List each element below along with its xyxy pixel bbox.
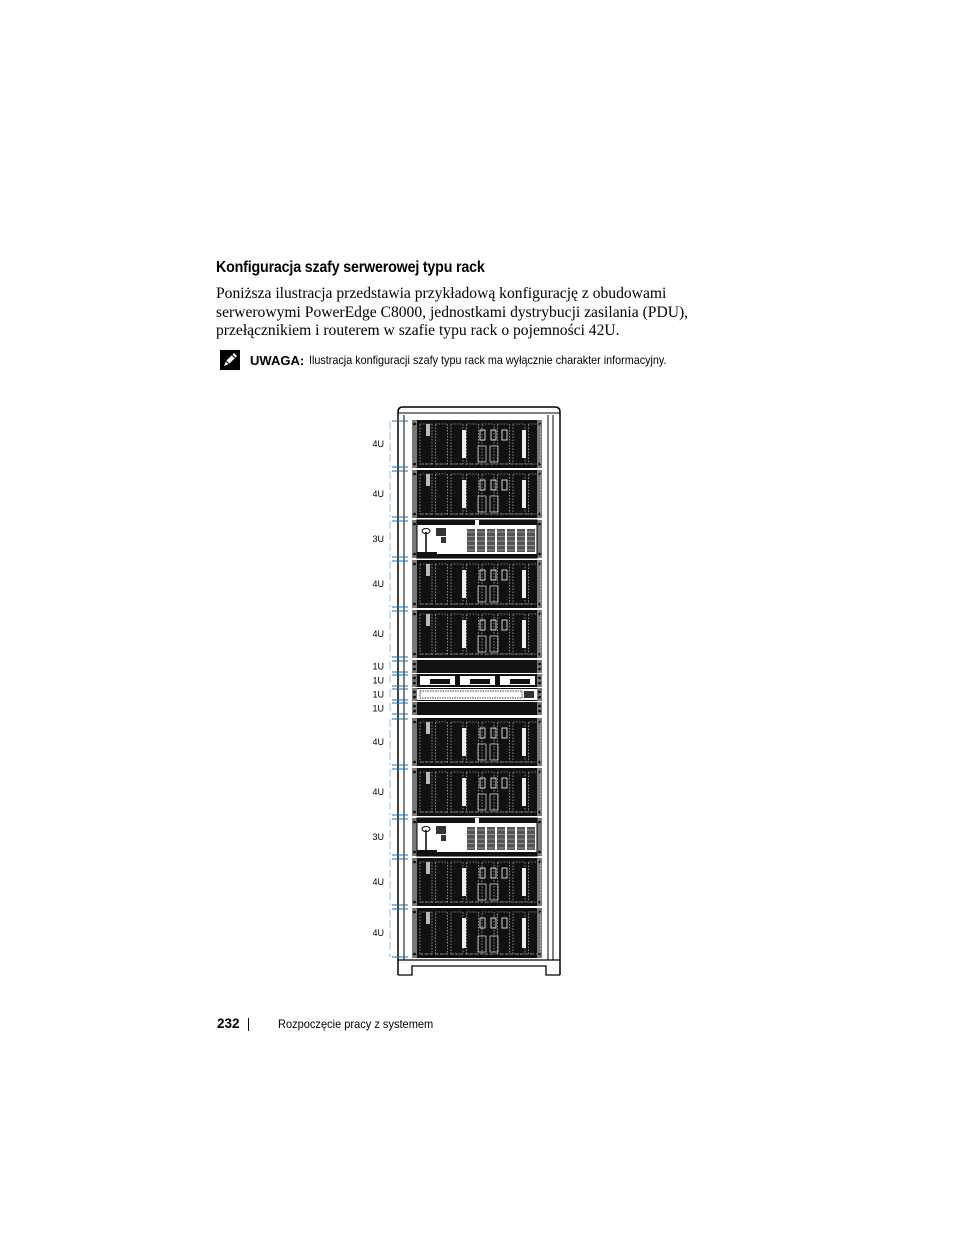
rack-illustration: 4U 4U 3U 4U 4U 1U 1U 1U 1U 4U 4U 3U 4U 4U	[372, 406, 561, 976]
note: UWAGA: Ilustracja konfiguracji szafy typ…	[220, 350, 706, 370]
unit-size-label: 4U	[372, 579, 384, 589]
unit-size-label: 1U	[372, 662, 384, 672]
rack-unit-pdu: 3U	[372, 817, 542, 857]
rack-unit-router: 1U	[372, 674, 542, 687]
unit-size-label: 3U	[372, 534, 384, 544]
rack-unit-blank: 1U	[372, 702, 542, 715]
footer-title: Rozpoczęcie pracy z systemem	[278, 1017, 434, 1031]
unit-size-label: 4U	[372, 787, 384, 797]
page-number: 232	[217, 1016, 240, 1031]
rack-unit-server: 4U	[372, 768, 542, 816]
unit-size-label: 1U	[372, 676, 384, 686]
note-text: Ilustracja konfiguracji szafy typu rack …	[309, 353, 667, 367]
unit-size-label: 4U	[372, 877, 384, 887]
rack-unit-server: 4U	[372, 610, 542, 658]
unit-size-label: 4U	[372, 489, 384, 499]
rack-unit-server: 4U	[372, 908, 542, 958]
section-heading: Konfiguracja szafy serwerowej typu rack	[216, 259, 485, 276]
unit-size-label: 3U	[372, 832, 384, 842]
rack-unit-pdu: 3U	[372, 519, 542, 559]
unit-size-label: 4U	[372, 439, 384, 449]
pencil-note-icon	[220, 350, 240, 370]
unit-size-label: 4U	[372, 629, 384, 639]
footer-separator	[248, 1018, 249, 1031]
rack-unit-server: 4U	[372, 560, 542, 608]
rack-unit-server: 4U	[372, 420, 542, 468]
unit-size-label: 1U	[372, 704, 384, 714]
unit-size-label: 4U	[372, 928, 384, 938]
rack-unit-blank: 1U	[372, 660, 542, 673]
rack-unit-server: 4U	[372, 470, 542, 518]
rack-unit-server: 4U	[372, 718, 542, 766]
unit-size-label: 4U	[372, 737, 384, 747]
note-label: UWAGA:	[250, 352, 305, 368]
unit-size-label: 1U	[372, 690, 384, 700]
rack-unit-server: 4U	[372, 858, 542, 906]
rack-unit-switch: 1U	[372, 688, 542, 701]
section-body: Poniższa ilustracja przedstawia przykład…	[216, 285, 689, 339]
